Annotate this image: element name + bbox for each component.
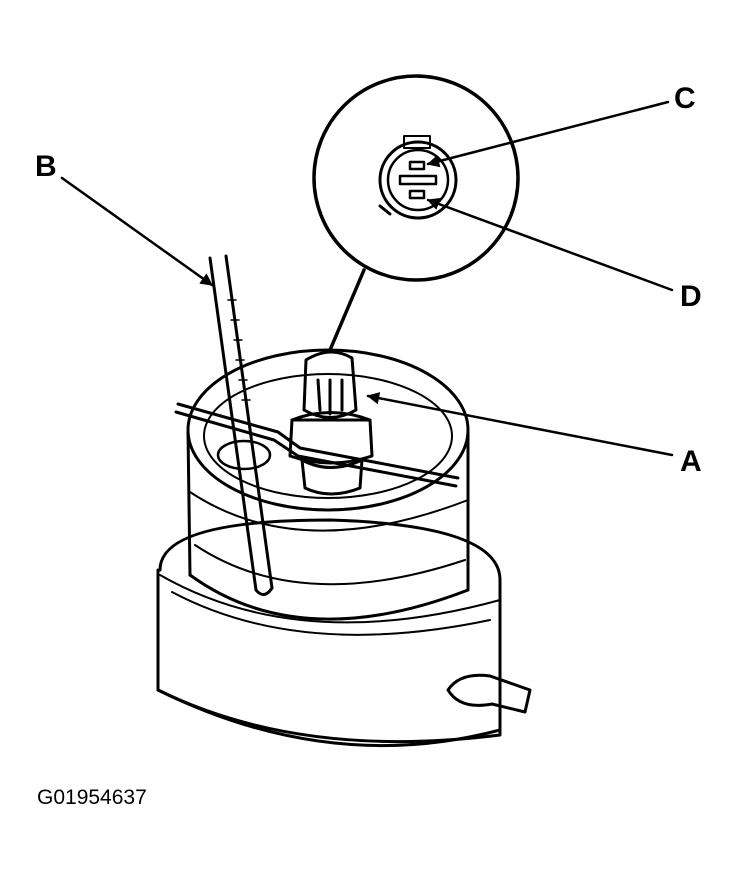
- callout-label-b: B: [35, 150, 57, 183]
- power-cord: [446, 673, 532, 714]
- callout-label-a: A: [680, 445, 702, 478]
- thermometer: [208, 254, 274, 596]
- leader-b: [60, 176, 214, 287]
- leader-a: [366, 392, 674, 457]
- heater-base: [156, 518, 502, 748]
- support-rod: [174, 402, 460, 488]
- leader-c: [426, 100, 670, 168]
- callout-label-d: D: [680, 280, 702, 313]
- glass-beaker: [186, 348, 470, 621]
- connector-detail: [312, 74, 520, 352]
- thermo-sensor: [288, 350, 374, 496]
- leader-lines: [60, 100, 674, 457]
- figure-id: G01954637: [37, 786, 147, 809]
- callout-label-c: C: [674, 82, 696, 115]
- leader-d: [426, 198, 674, 292]
